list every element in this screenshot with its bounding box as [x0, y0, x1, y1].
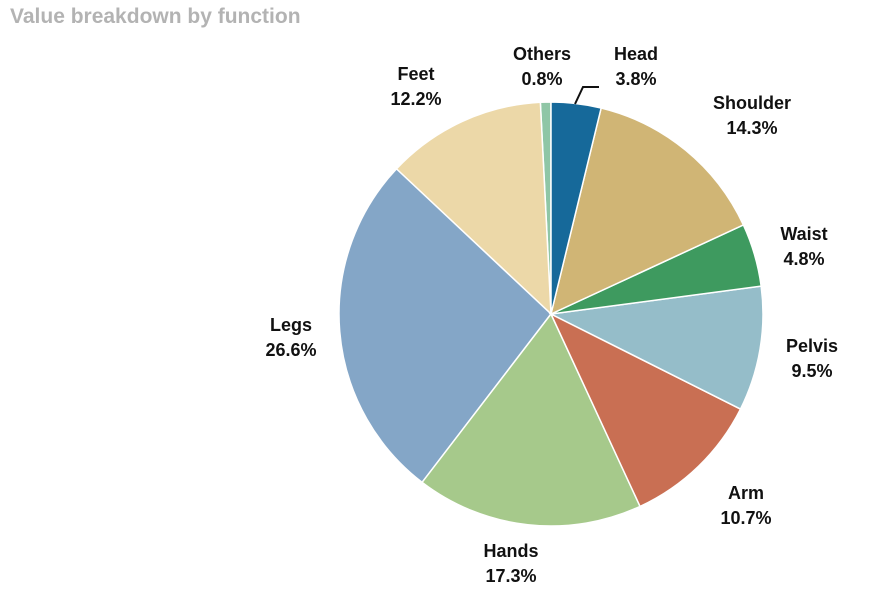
slice-percent: 10.7% — [720, 508, 771, 528]
slice-percent: 9.5% — [791, 361, 832, 381]
slice-percent: 3.8% — [615, 69, 656, 89]
slice-percent: 14.3% — [726, 118, 777, 138]
slice-name: Others — [513, 44, 571, 64]
pie-slice-hands — [421, 312, 642, 527]
slice-label-feet: Feet 12.2% — [390, 64, 441, 109]
slice-label-arm: Arm 10.7% — [720, 483, 771, 528]
slice-name: Arm — [728, 483, 764, 503]
slice-name: Waist — [780, 224, 827, 244]
slice-name: Feet — [397, 64, 434, 84]
slice-label-hands: Hands 17.3% — [483, 541, 538, 586]
slice-label-pelvis: Pelvis 9.5% — [786, 336, 838, 381]
slice-label-waist: Waist 4.8% — [780, 224, 827, 269]
slice-label-head: Head 3.8% — [614, 44, 658, 89]
slice-percent: 12.2% — [390, 89, 441, 109]
slice-percent: 0.8% — [521, 69, 562, 89]
slice-label-legs: Legs 26.6% — [265, 315, 316, 360]
pie-slice-shoulder — [549, 107, 745, 316]
pie-slice-pelvis — [548, 285, 764, 411]
slice-percent: 17.3% — [485, 566, 536, 586]
slice-name: Hands — [483, 541, 538, 561]
pie-slice-legs — [338, 167, 553, 484]
pie-slice-arm — [549, 312, 742, 508]
slice-name: Head — [614, 44, 658, 64]
slice-percent: 4.8% — [783, 249, 824, 269]
slice-percent: 26.6% — [265, 340, 316, 360]
slice-name: Legs — [270, 315, 312, 335]
slice-name: Shoulder — [713, 93, 791, 113]
pie-slice-feet — [395, 101, 552, 316]
chart-title: Value breakdown by function — [10, 5, 301, 28]
slice-label-shoulder: Shoulder 14.3% — [713, 93, 791, 138]
head-leader-line — [574, 86, 599, 105]
slice-name: Pelvis — [786, 336, 838, 356]
slice-label-others: Others 0.8% — [513, 44, 571, 89]
